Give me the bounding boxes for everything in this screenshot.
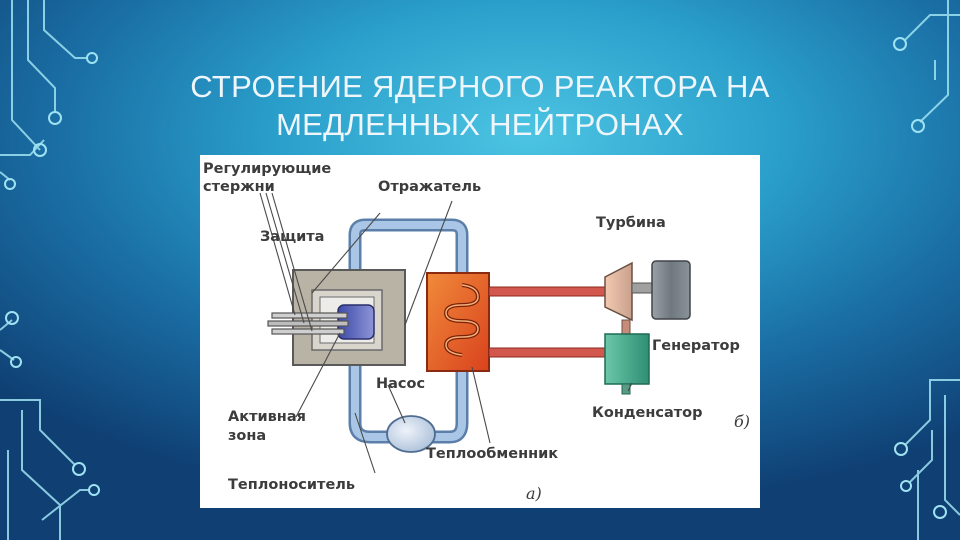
label-core-2: зона [228, 428, 266, 444]
label-coolant: Теплоноситель [228, 477, 355, 493]
generator [651, 260, 691, 320]
slide-title-line-1: СТРОЕНИЕ ЯДЕРНОГО РЕАКТОРА НА [190, 69, 770, 104]
heat-exchanger [426, 272, 490, 372]
label-control-rods-2: стержни [203, 179, 275, 195]
slide-title-line-2: МЕДЛЕННЫХ НЕЙТРОНАХ [276, 107, 684, 142]
condenser [604, 333, 650, 395]
label-control-rods-1: Регулирующие [203, 161, 331, 177]
label-heat-exchanger: Теплообменник [426, 446, 558, 462]
label-part-b: б) [734, 412, 750, 431]
slide-title: СТРОЕНИЕ ЯДЕРНОГО РЕАКТОРА НА МЕДЛЕННЫХ … [120, 68, 840, 144]
label-turbine: Турбина [596, 215, 666, 231]
steam-pipes [488, 286, 624, 358]
coolant-loop [348, 218, 469, 444]
pump [386, 415, 436, 453]
reactor-diagram: Регулирующие стержни Отражатель Защита Т… [200, 155, 760, 508]
label-condenser: Конденсатор [592, 405, 703, 421]
turbine [604, 261, 653, 322]
label-pump: Насос [376, 376, 425, 392]
label-generator: Генератор [652, 338, 740, 354]
label-shield: Защита [260, 229, 324, 245]
label-reflector: Отражатель [378, 179, 481, 195]
label-core-1: Активная [228, 409, 306, 425]
label-part-a: а) [526, 484, 542, 503]
leader-lines [259, 192, 633, 474]
control-rods [267, 312, 349, 335]
